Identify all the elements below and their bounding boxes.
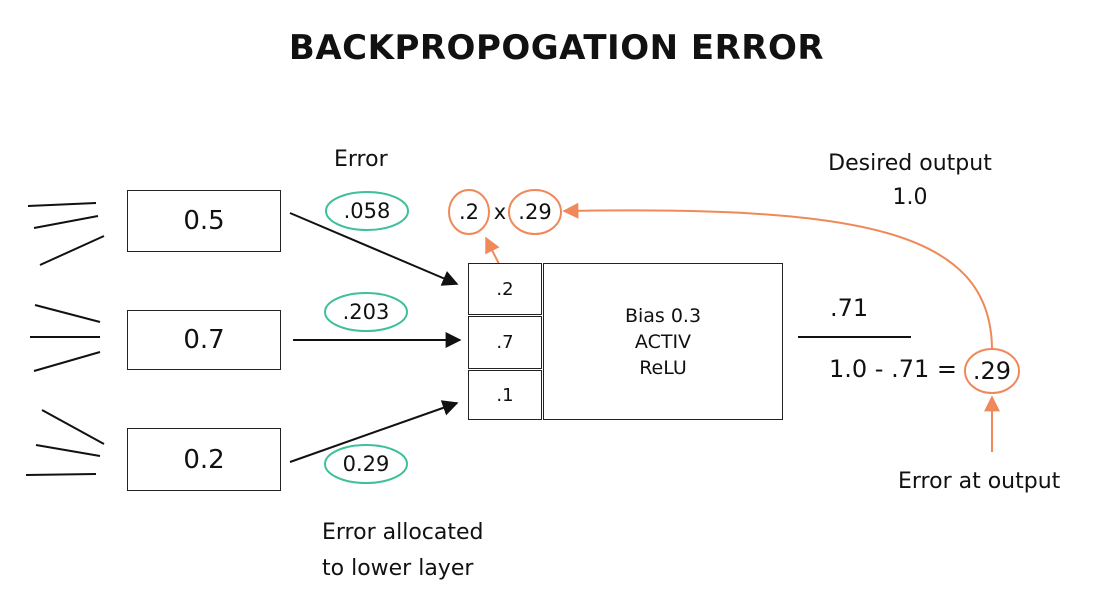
error-value-3: 0.29 [342, 452, 390, 476]
neuron-activation-label: ACTIV [634, 330, 692, 353]
weight-value-3: .1 [496, 384, 514, 406]
input-1-incoming-lines [27, 202, 105, 266]
weight-box-3: .1 [468, 370, 542, 420]
arrow-input-1-to-weight-1 [289, 212, 459, 286]
neuron-box: Bias 0.3 ACTIV ReLU [543, 263, 783, 420]
input-box-3: 0.2 [127, 428, 281, 491]
weight-box-1: .2 [468, 263, 542, 315]
error-value-2: .203 [342, 300, 390, 324]
weight-value-2: .7 [496, 332, 514, 353]
error-allocated-line-1: Error allocated [322, 520, 484, 545]
neuron-bias: Bias 0.3 [624, 304, 702, 327]
input-box-1: 0.5 [127, 190, 281, 252]
error-at-output-label: Error at output [898, 469, 1061, 494]
input-value-1: 0.5 [183, 206, 225, 236]
neuron-activation-type: ReLU [639, 356, 687, 379]
error-value-1: .058 [343, 199, 391, 223]
error-allocated-line-2: to lower layer [322, 556, 474, 581]
weight-box-2: .7 [468, 316, 542, 369]
error-equation: 1.0 - .71 = [829, 355, 957, 383]
output-value: .71 [830, 294, 869, 322]
product-right-value: .29 [518, 200, 552, 224]
product-right-ellipse [508, 189, 562, 235]
weight-value-1: .2 [496, 278, 514, 300]
error-ellipse-2 [324, 292, 408, 332]
error-ellipse-1 [325, 191, 409, 231]
desired-output-value: 1.0 [892, 185, 928, 210]
desired-output-label: Desired output [828, 151, 992, 176]
output-error-value: .29 [972, 357, 1012, 385]
page-title: BACKPROPOGATION ERROR [288, 28, 825, 68]
desired-output: Desired output 1.0 [800, 147, 1020, 215]
product-left-ellipse [448, 189, 490, 235]
output-error-ellipse [964, 348, 1020, 394]
input-3-incoming-lines [25, 409, 105, 476]
product-operator: x [493, 200, 507, 224]
input-value-3: 0.2 [183, 444, 225, 475]
error-heading: Error [334, 147, 388, 172]
arrow-input-3-to-weight-3 [289, 400, 459, 463]
input-box-2: 0.7 [127, 310, 281, 370]
arrow-output-error-to-product [562, 202, 993, 349]
input-value-2: 0.7 [183, 325, 225, 355]
error-ellipse-3 [324, 444, 408, 484]
input-2-incoming-lines [30, 304, 101, 372]
product-left-value: .2 [458, 200, 480, 224]
error-allocated-note: Error allocated to lower layer [322, 515, 484, 587]
